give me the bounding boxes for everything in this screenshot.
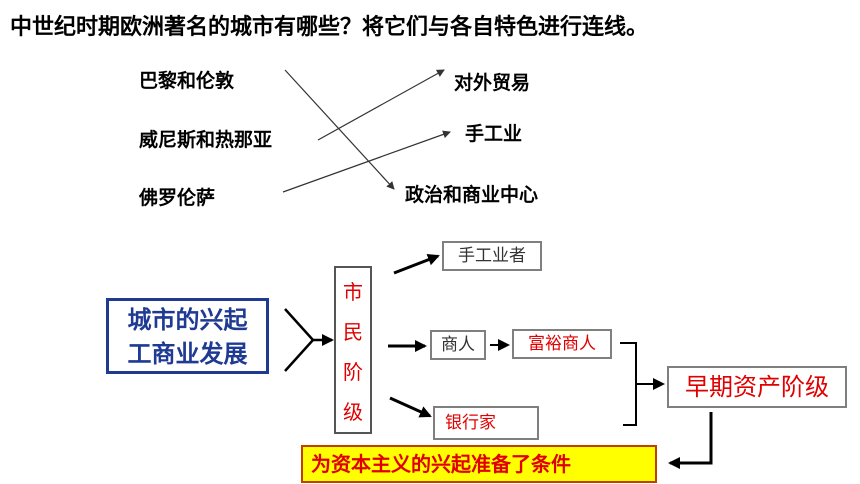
link-florence-to-handicraft <box>282 130 451 193</box>
citizen-class-box: 市 民 阶 级 <box>334 266 372 434</box>
feature-foreign-trade: 对外贸易 <box>454 72 531 94</box>
city-florence: 佛罗伦萨 <box>139 187 216 209</box>
conclusion-box: 为资本主义的兴起准备了条件 <box>301 445 657 483</box>
rise-bracket <box>284 308 315 372</box>
question-title: 中世纪时期欧洲著名的城市有哪些？将它们与各自特色进行连线。 <box>10 15 649 40</box>
handicraft-box: 手工业者 <box>442 241 542 271</box>
link-paris-to-center <box>284 69 395 190</box>
rise-line-2: 工商业发展 <box>127 340 248 368</box>
rise-line-1: 城市的兴起 <box>127 306 248 334</box>
city-venice-genoa: 威尼斯和热那亚 <box>139 129 273 151</box>
merge-bracket <box>620 342 637 426</box>
citizen-char-2: 民 <box>343 320 363 344</box>
arrow-to-conclusion <box>668 412 713 469</box>
feature-political-commercial-center: 政治和商业中心 <box>405 184 539 206</box>
arrow-to-banker <box>389 396 432 418</box>
citizen-char-4: 级 <box>343 400 363 424</box>
arrow-to-handicraft <box>393 254 440 275</box>
link-venice-to-trade <box>317 69 445 141</box>
citizen-char-1: 市 <box>343 280 363 304</box>
banker-box: 银行家 <box>433 406 539 440</box>
rise-box: 城市的兴起 工商业发展 <box>106 298 269 374</box>
feature-handicraft: 手工业 <box>465 123 523 145</box>
city-paris-london: 巴黎和伦敦 <box>139 70 235 92</box>
bourgeoisie-box: 早期资产阶级 <box>667 366 847 408</box>
rich-merchant-box: 富裕商人 <box>512 329 612 359</box>
citizen-char-3: 阶 <box>343 360 363 384</box>
merchant-box: 商人 <box>430 330 486 360</box>
